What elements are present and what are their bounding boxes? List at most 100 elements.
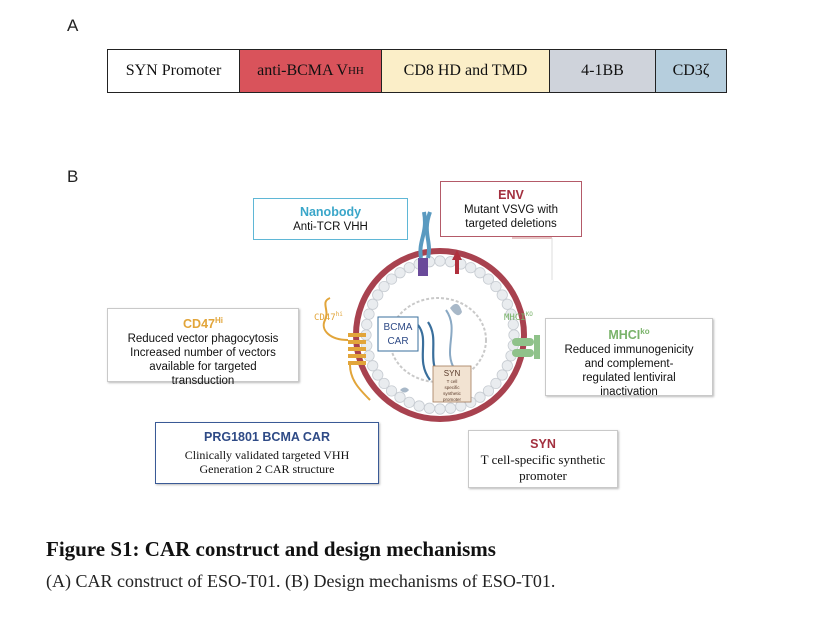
cd47-title-text: CD47: [183, 317, 215, 332]
lipid-bead: [394, 391, 406, 403]
env-box: ENV Mutant VSVG with targeted deletions: [440, 181, 582, 237]
lipid-bead: [423, 402, 436, 414]
env-text: Mutant VSVG with: [464, 204, 558, 216]
mhci-virion-label-sup: KO: [526, 311, 534, 318]
segment-label: SYN Promoter: [125, 62, 222, 79]
segment-label: CD3ζ: [672, 62, 710, 79]
lipid-bead: [507, 318, 519, 331]
lipid-bead: [372, 289, 384, 301]
mhci-text: inactivation: [600, 386, 658, 399]
rna-strand: [445, 309, 456, 371]
mhci-virion-label: MHCIKO: [504, 311, 533, 323]
lipid-bead: [496, 369, 508, 381]
lipid-bead: [361, 318, 373, 331]
syn-inner-text: synthetic: [443, 391, 462, 396]
prg1801-text: Generation 2 CAR structure: [199, 462, 335, 476]
lipid-bead: [394, 267, 406, 279]
env-glycoprotein-icon: [452, 250, 462, 260]
rna-strand: [417, 324, 431, 381]
tcr-vhh-stalk-icon: [418, 258, 428, 276]
env-glycoprotein-icon: [455, 260, 459, 274]
lipid-bead: [372, 369, 384, 381]
segment-syn-promoter: SYN Promoter: [108, 50, 240, 92]
lipid-bead: [413, 400, 425, 412]
segment-subscript: HH: [347, 65, 364, 77]
syn-inner-text: promoter: [443, 397, 462, 402]
prg1801-text: Clinically validated targeted VHH: [184, 448, 350, 462]
mhci-text: Reduced immunogenicity: [564, 344, 694, 357]
syn-inner-text: specific: [444, 385, 460, 390]
mhci-text: regulated lentiviral: [582, 372, 676, 385]
bcma-car-label-box: [377, 316, 419, 352]
syn-box: SYN T cell-specific synthetic promoter: [468, 430, 618, 488]
lipid-bead: [482, 385, 495, 397]
lipid-bead: [367, 360, 379, 372]
bcma-car-label: CAR: [387, 336, 408, 347]
viral-protein-icon: [450, 303, 462, 316]
env-title: ENV: [498, 188, 524, 202]
syn-promoter-label-box: [432, 365, 472, 403]
lentiviral-vector-diagram: BCMA CAR SYN T cell specific synthetic p…: [314, 211, 553, 422]
cd47-box: CD47Hi Reduced vector phagocytosis Incre…: [107, 308, 299, 387]
lipid-bead: [501, 360, 513, 372]
panel-b-label: B: [67, 167, 79, 186]
figure-caption-text: (A) CAR construct of ESO-T01. (B) Design…: [46, 571, 556, 591]
cd47-virion-label: CD47hi: [314, 311, 343, 323]
mhci-title-text: MHCI: [608, 328, 641, 343]
segment-4-1bb: 4-1BB: [550, 50, 656, 92]
viral-protein-icon: [400, 387, 409, 393]
cd47-virion-label-text: CD47: [314, 313, 336, 323]
syn-title: SYN: [530, 437, 556, 451]
cd47-text: Increased number of vectors: [130, 347, 276, 360]
lipid-bead: [465, 262, 477, 274]
lipid-bead: [474, 391, 486, 403]
lipid-bead: [385, 385, 398, 397]
lipid-bead: [378, 280, 390, 293]
lipid-bead: [434, 403, 446, 415]
prg1801-box: PRG1801 BCMA CAR Clinically validated ta…: [155, 422, 379, 484]
syn-inner-text: T cell: [447, 379, 458, 384]
segment-label: CD8 HD and TMD: [403, 62, 528, 79]
lipid-bead: [501, 298, 513, 310]
segment-label: 4-1BB: [581, 62, 624, 79]
figure-caption-title: Figure S1: CAR construct and design mech…: [46, 537, 496, 561]
mhci-title: MHCIko: [546, 324, 712, 343]
lipid-bead: [367, 298, 379, 310]
lipid-bead: [444, 402, 457, 414]
lipid-bead: [490, 280, 502, 293]
mhci-text: and complement-: [584, 358, 674, 371]
lipid-bead: [363, 308, 375, 320]
lipid-bead-ring: [360, 255, 520, 415]
segment-cd3-zeta: CD3ζ: [656, 50, 726, 92]
nanobody-text: Anti-TCR VHH: [293, 221, 368, 233]
nanobody-icon: [424, 211, 432, 259]
cd47-title-sup: Hi: [214, 316, 223, 325]
nanobody-icon: [418, 211, 427, 259]
cd47-title: CD47Hi: [108, 313, 298, 332]
nanobody-title: Nanobody: [299, 205, 362, 219]
cd47-text: Reduced vector phagocytosis: [127, 333, 279, 346]
lipid-bead: [496, 289, 508, 301]
syn-text: T cell-specific synthetic: [480, 452, 606, 467]
nanobody-box: Nanobody Anti-TCR VHH: [253, 198, 408, 240]
mhci-box: MHCIko Reduced immunogenicity and comple…: [545, 318, 713, 399]
mhci-title-sup: ko: [640, 327, 650, 336]
mhci-virion-label-text: MHCI: [504, 313, 526, 323]
lipid-bead: [482, 273, 495, 285]
prg1801-title: PRG1801 BCMA CAR: [204, 430, 330, 444]
env-text: targeted deletions: [465, 218, 557, 230]
lipid-bead: [490, 377, 502, 390]
cd47-virion-label-sup: hi: [336, 311, 344, 318]
cd47-text: available for targeted: [149, 361, 257, 374]
segment-cd8-hd-tmd: CD8 HD and TMD: [382, 50, 550, 92]
lipid-bead: [474, 267, 486, 279]
segment-label: anti-BCMA V: [257, 62, 348, 79]
syn-text: promoter: [519, 468, 567, 483]
mhci-protein-icon: [512, 335, 540, 359]
bcma-car-label: BCMA: [384, 322, 413, 333]
lipid-bead: [434, 255, 446, 267]
cd47-protein-icon: [322, 297, 371, 401]
syn-inner-title: SYN: [444, 369, 461, 378]
